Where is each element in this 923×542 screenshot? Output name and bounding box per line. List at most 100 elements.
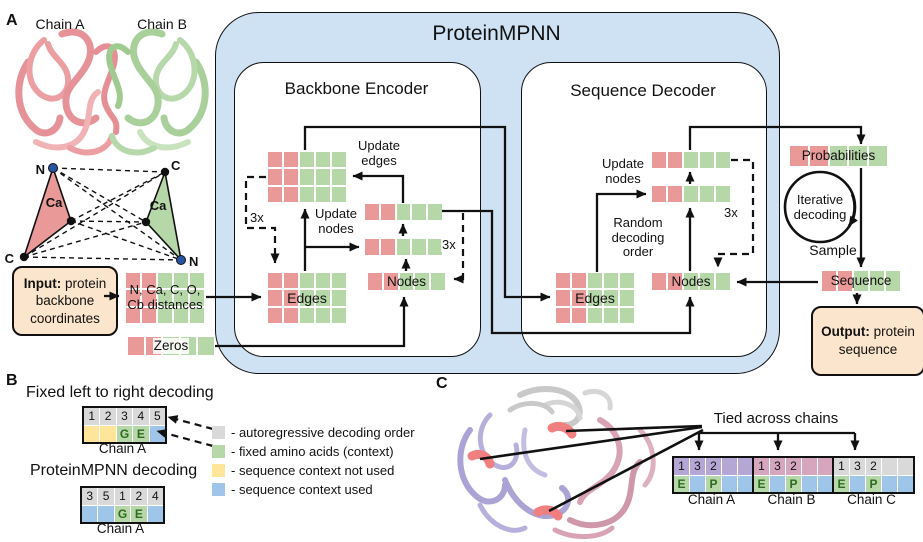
matrix-cell — [869, 146, 887, 166]
sequence-cell — [818, 475, 833, 492]
fixed-decoding-chain-label: Chain A — [98, 441, 147, 457]
matrix-cell — [190, 273, 204, 289]
sequence-cell — [82, 505, 98, 522]
decoder-nodes-label: Nodes — [671, 274, 711, 290]
update-edges-label: Update edges — [358, 138, 400, 168]
matrix-cell — [332, 152, 346, 168]
output-box: Output: protein sequence — [811, 306, 923, 376]
chain-b-ribbon — [106, 28, 209, 156]
matrix-cell — [268, 307, 282, 323]
matrix-cell — [822, 271, 836, 291]
sequence-cell — [98, 505, 114, 522]
matrix-cell — [716, 273, 730, 290]
matrix-cell — [300, 307, 314, 323]
matrix-cell — [588, 273, 602, 289]
matrix-cell — [652, 152, 666, 168]
matrix-cell — [620, 307, 634, 323]
sequence-cell — [147, 505, 163, 522]
update-nodes-label-encoder: Update nodes — [315, 206, 357, 236]
sequence-cell: G — [114, 505, 131, 522]
matrix-cell — [809, 146, 828, 166]
matrix-cell — [300, 186, 314, 202]
sequence-cell — [770, 475, 785, 492]
matrix-cell — [838, 271, 852, 291]
proteinmpnn-title: ProteinMPNN — [432, 21, 561, 45]
decoding-order-cell: 3 — [690, 458, 705, 475]
encoder-nodes-label: Nodes — [386, 274, 427, 290]
matrix-cell — [604, 273, 618, 289]
update-nodes-label-decoder: Update nodes — [602, 156, 644, 186]
legend-swatch — [212, 445, 225, 458]
matrix-cell — [849, 146, 868, 166]
matrix-cell — [396, 204, 411, 220]
matrix-cell — [126, 307, 140, 323]
decoding-order-cell — [738, 458, 753, 475]
decoding-order-cell: 1 — [84, 408, 100, 425]
matrix-cell — [174, 290, 188, 306]
legend-label: - sequence context not used — [231, 463, 395, 478]
input-text: Input: protein backbone coordinates — [23, 275, 107, 326]
matrix-cell — [284, 169, 298, 185]
zeros-label: Zeros — [152, 338, 190, 354]
ca-atom-dot — [66, 216, 76, 226]
decoding-order-cell: 5 — [149, 408, 165, 425]
chain-c-tied-caption: Chain C — [847, 492, 896, 508]
legend-label: - autoregressive decoding order — [231, 425, 415, 440]
sequence-cell: P — [866, 475, 881, 492]
matrix-cell — [332, 169, 346, 185]
legend-item: - sequence context used — [212, 480, 415, 499]
matrix-cell — [700, 273, 714, 290]
decoding-order-cell: 5 — [98, 488, 114, 505]
atom-label-ca: Ca — [46, 195, 63, 210]
sequence-cell — [149, 425, 165, 442]
decoding-order-cell: 1 — [754, 458, 769, 475]
decoding-order-cell: 1 — [674, 458, 689, 475]
encoder-edges-label: Edges — [287, 289, 327, 306]
sequence-cell — [802, 475, 817, 492]
sequence-cell: P — [706, 475, 721, 492]
sequence-cell — [738, 475, 753, 492]
matrix-cell — [284, 152, 298, 168]
sequence-cell: E — [131, 505, 147, 522]
matrix-cell — [174, 273, 188, 289]
decoding-order-cell: 4 — [147, 488, 163, 505]
decoder-node-row-top — [652, 152, 730, 168]
output-text: Output: protein sequence — [821, 324, 915, 357]
sequence-cell — [84, 425, 100, 442]
legend-pointer-order — [167, 415, 214, 431]
matrix-cell — [668, 186, 682, 202]
trimer-ribbon — [457, 386, 656, 539]
matrix-cell — [316, 186, 330, 202]
sequence-cell: G — [116, 425, 133, 442]
matrix-cell — [332, 273, 346, 289]
matrix-cell — [604, 307, 618, 323]
decoder-edges-label: Edges — [575, 289, 615, 306]
matrix-cell — [684, 186, 698, 202]
matrix-cell — [158, 273, 172, 289]
decoding-order-cell — [818, 458, 833, 475]
matrix-cell — [870, 271, 884, 291]
matrix-cell — [668, 152, 682, 168]
matrix-cell — [126, 273, 140, 289]
decoding-order-cell: 2 — [786, 458, 801, 475]
sequence-cell: E — [834, 475, 849, 492]
n-atom-dot — [176, 255, 186, 265]
legend-label: - sequence context used — [231, 482, 373, 497]
tied-across-chains-label: Tied across chains — [713, 410, 839, 428]
legend-item: - sequence context not used — [212, 461, 415, 480]
panel-c-label: C — [436, 375, 448, 392]
encoder-3x-right-label: 3x — [441, 237, 457, 252]
atom-label-c: C — [171, 158, 181, 173]
matrix-cell — [174, 307, 188, 323]
c-atom-dot — [19, 252, 29, 262]
decoding-order-cell: 3 — [850, 458, 865, 475]
matrix-cell — [300, 273, 314, 289]
encoder-node-row-mid — [365, 239, 442, 255]
tied-residue-highlight — [533, 505, 563, 521]
distances-label: N, Ca, C, O,Cb distances — [127, 282, 203, 312]
matrix-cell — [158, 307, 172, 323]
legend-item: - fixed amino acids (context) — [212, 442, 415, 461]
atom-label-ca: Ca — [150, 198, 167, 213]
decoding-order-cell — [898, 458, 913, 475]
